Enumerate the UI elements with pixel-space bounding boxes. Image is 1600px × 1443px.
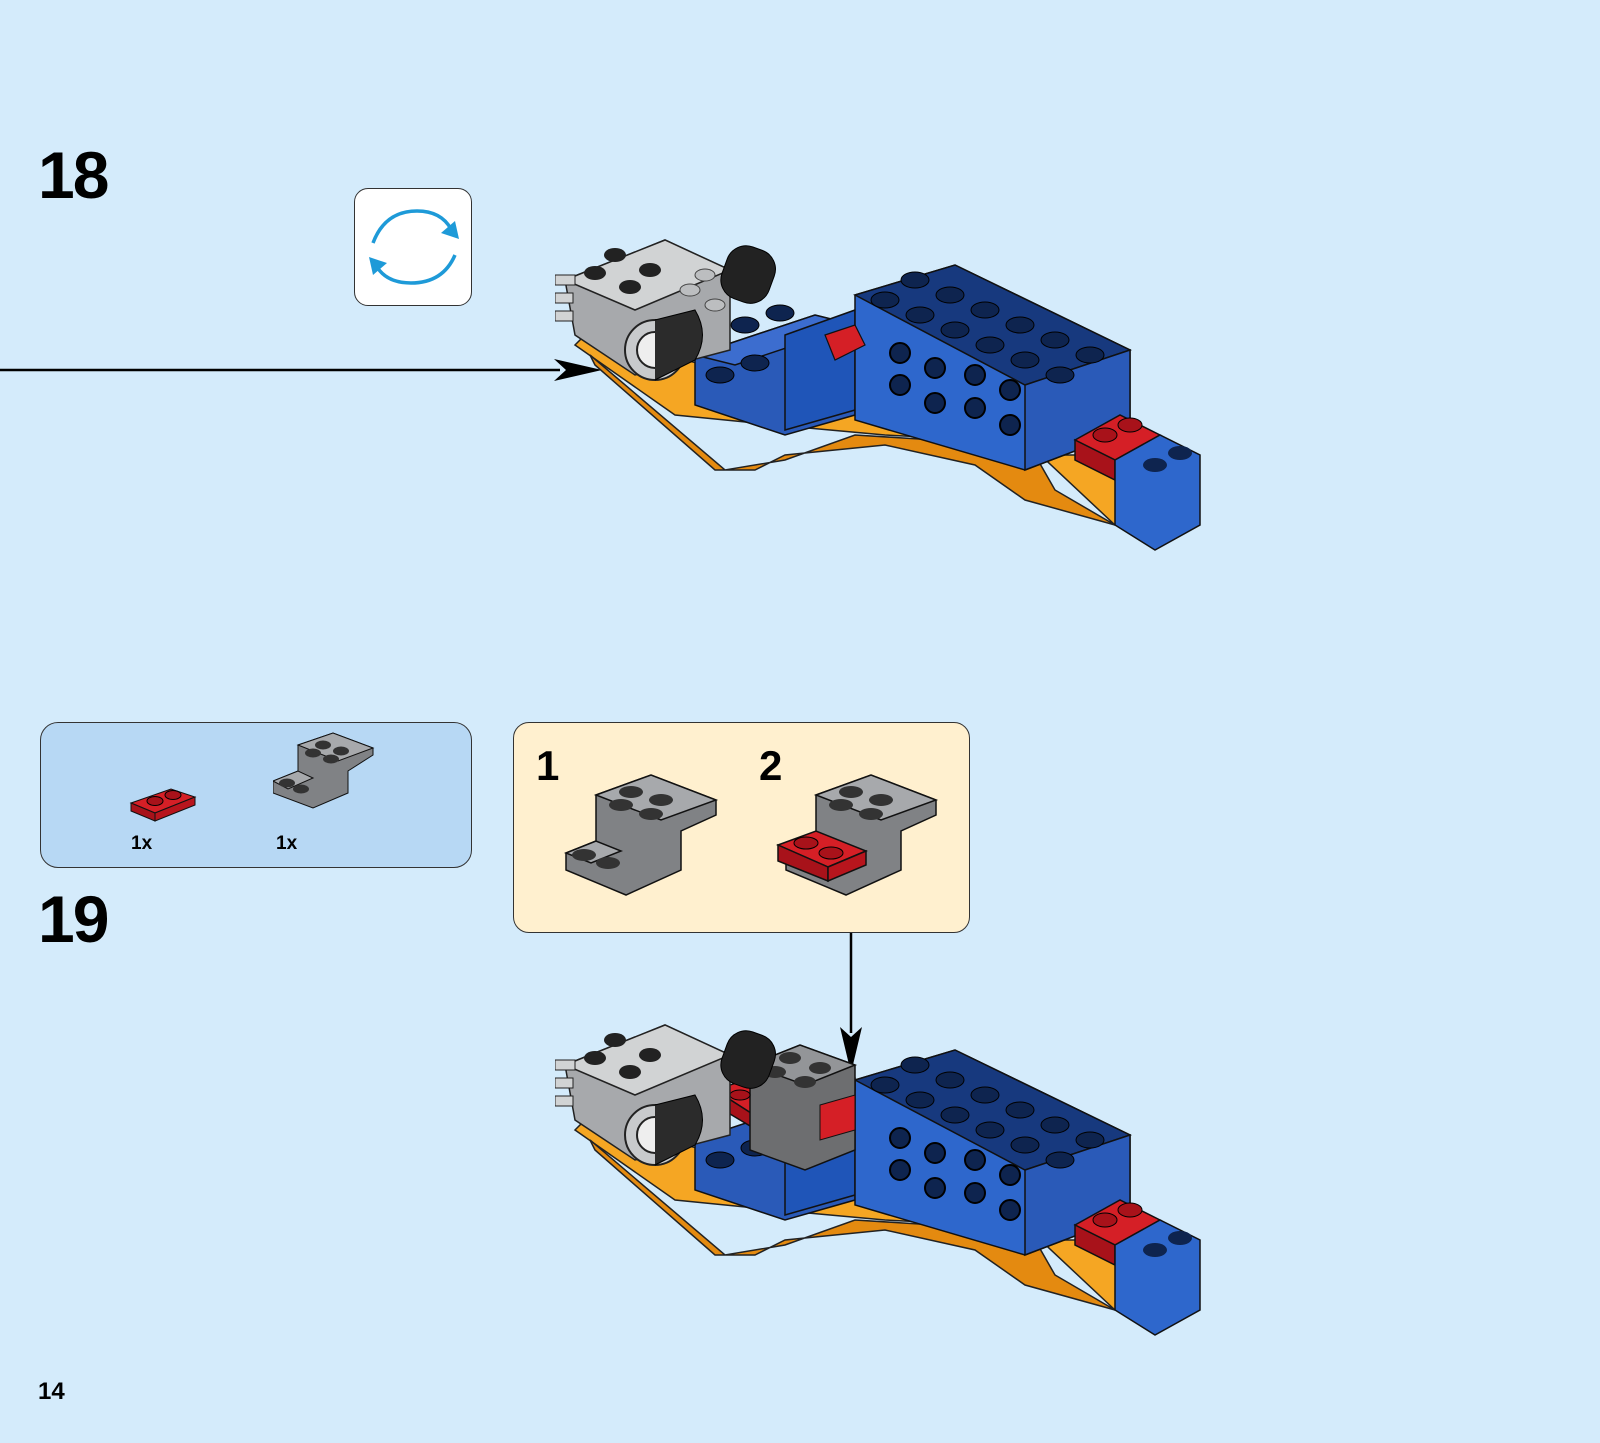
page-number: 14 — [38, 1380, 65, 1404]
part-qty-red-plate: 1x — [131, 833, 152, 855]
step18-model-illustration — [555, 225, 1230, 570]
grey-bracket-part — [273, 723, 383, 823]
substep-panel: 1 2 — [513, 722, 970, 933]
rotate-model-callout — [354, 188, 472, 306]
step-number-19: 19 — [38, 886, 107, 952]
substep1-bracket — [556, 765, 726, 915]
substep2-bracket-with-plate — [776, 765, 946, 915]
insert-arrow — [0, 350, 610, 390]
rotate-icon — [355, 189, 473, 307]
step19-model-illustration — [555, 1010, 1230, 1355]
part-qty-grey-bracket: 1x — [276, 833, 297, 855]
red-plate-part — [129, 783, 199, 828]
parts-list-panel: 1x 1x — [40, 722, 472, 868]
step-number-18: 18 — [38, 142, 107, 208]
